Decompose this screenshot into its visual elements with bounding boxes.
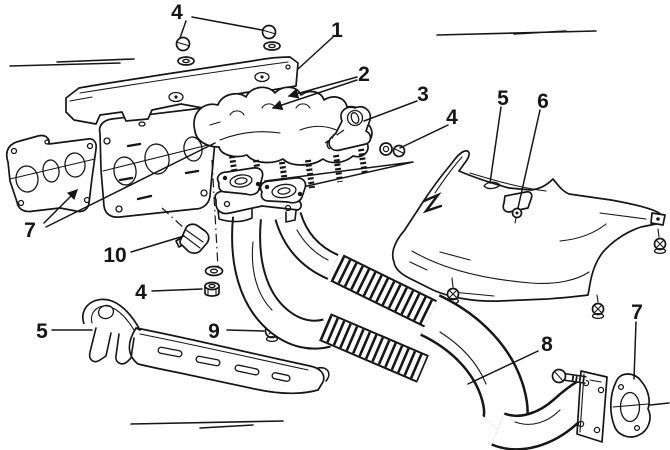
shell-bolt-washer bbox=[175, 36, 195, 66]
callout-9-bracket-bolt: 9 bbox=[208, 320, 220, 343]
assembly-axis bbox=[211, 159, 219, 269]
bracket-washer-bolt bbox=[379, 142, 406, 158]
callout-6-shield-screw: 6 bbox=[537, 90, 549, 113]
shield-bolt bbox=[591, 294, 605, 320]
callout-1-upper-shield: 1 bbox=[331, 19, 343, 42]
callout-5-lower-shield: 5 bbox=[497, 87, 509, 110]
callout-7-flange-gasket: 7 bbox=[631, 301, 643, 324]
callout-8-front-pipe: 8 bbox=[541, 333, 553, 356]
lower-heat-shield bbox=[391, 150, 667, 320]
callout-10-fitting: 10 bbox=[103, 244, 126, 267]
collector-gasket bbox=[216, 167, 264, 196]
upper-heat-shield bbox=[65, 56, 299, 125]
callout-leaders bbox=[43, 16, 670, 406]
callout-4-bracket-bolt: 4 bbox=[446, 106, 458, 129]
callout-4-shell-bolts: 4 bbox=[171, 1, 183, 24]
callout-5-support-bracket: 5 bbox=[36, 320, 48, 343]
shield-screw bbox=[511, 207, 523, 224]
shield-stamp-mark bbox=[422, 192, 443, 214]
shield-clamp bbox=[502, 191, 533, 213]
manifold-gasket-inner bbox=[98, 106, 218, 218]
shell-bolt-washer bbox=[261, 24, 281, 51]
shield-bolt bbox=[653, 228, 667, 255]
flange-bolt bbox=[551, 368, 602, 384]
callout-4-flange-nut: 4 bbox=[135, 281, 147, 304]
flex-section-upper bbox=[330, 254, 444, 331]
flex-section-lower bbox=[319, 313, 429, 383]
callout-7-head-gaskets: 7 bbox=[24, 219, 36, 242]
pipe-end-flange bbox=[576, 370, 608, 443]
shield-slot bbox=[483, 181, 501, 190]
pipe-support-bracket bbox=[81, 298, 330, 395]
flange-washer bbox=[204, 265, 224, 277]
callout-labels: 4 1 2 3 4 5 6 7 10 4 5 9 8 7 bbox=[24, 1, 643, 356]
callout-2-manifold: 2 bbox=[358, 63, 370, 86]
collector-gasket bbox=[259, 177, 307, 204]
speed-lines bbox=[9, 30, 597, 429]
flange-gasket bbox=[610, 373, 651, 438]
manifold-bracket bbox=[324, 106, 372, 152]
flange-nut bbox=[204, 281, 220, 297]
manifold-gasket-outer bbox=[5, 134, 98, 213]
sensor-fitting bbox=[161, 207, 210, 254]
callout-3-bracket: 3 bbox=[417, 83, 429, 106]
shield-bolt bbox=[446, 277, 460, 305]
